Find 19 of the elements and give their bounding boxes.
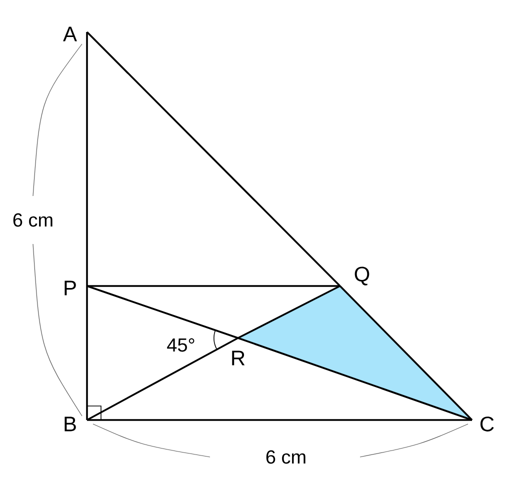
measure-label: 6 cm xyxy=(266,450,306,464)
vertex-label: C xyxy=(480,416,494,432)
line-segment xyxy=(86,286,88,420)
line-segment xyxy=(339,285,473,421)
measure-label: 45° xyxy=(167,338,194,352)
line-segment xyxy=(87,419,472,421)
line-segment xyxy=(86,337,238,421)
vertex-label: P xyxy=(64,280,76,296)
vertex-label: R xyxy=(232,350,245,366)
line-segment xyxy=(87,285,340,287)
measure-label: 6 cm xyxy=(13,213,52,227)
vertex-label: A xyxy=(63,26,77,42)
line-segment xyxy=(86,285,238,339)
line-segment xyxy=(86,31,341,287)
vertex-label: B xyxy=(64,416,76,432)
vertex-label: Q xyxy=(354,266,370,286)
line-segment xyxy=(238,337,472,421)
line-segment xyxy=(86,32,88,286)
line-segment xyxy=(238,285,340,339)
